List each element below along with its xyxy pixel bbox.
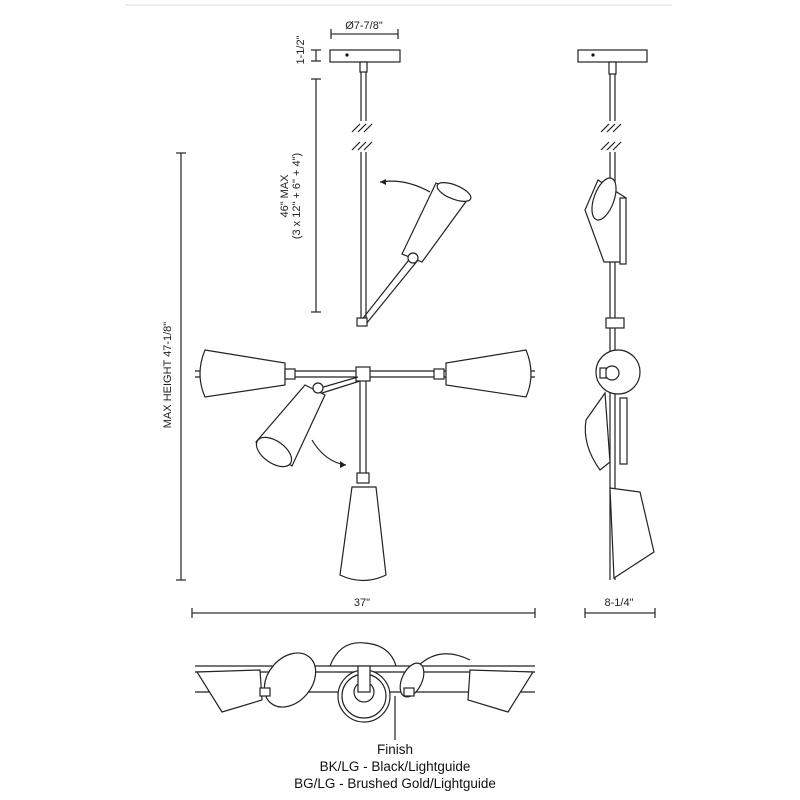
canopy-height-label: 1-1/2" — [295, 35, 307, 64]
shade-bottom — [339, 486, 387, 582]
canopy — [329, 49, 401, 63]
canopy-diameter-label: Ø7-7/8" — [345, 20, 383, 32]
side-view: 8-1/4" — [577, 49, 656, 618]
shade-right — [445, 349, 532, 398]
center-hub — [355, 366, 371, 382]
finish-title: Finish — [376, 742, 413, 757]
max-height-label: MAX HEIGHT 47-1/8" — [162, 322, 174, 428]
finish-option: BG/LG - Brushed Gold/Lightguide — [294, 776, 496, 791]
stem-breakdown-label: (3 x 12" + 6" + 4") — [291, 153, 303, 239]
shade-left — [199, 349, 286, 398]
finish-option: BK/LG - Black/Lightguide — [319, 759, 471, 774]
bottom-view — [195, 642, 535, 740]
stem-max-label: 46" MAX — [279, 174, 291, 218]
width-label: 37" — [354, 597, 370, 609]
depth-label: 8-1/4" — [605, 597, 634, 609]
finish-block: Finish BK/LG - Black/Lightguide BG/LG - … — [245, 741, 545, 792]
front-view: Ø7-7/8" 1-1/2" 46" MAX (3 x 12" + 6" + 4… — [162, 20, 536, 618]
